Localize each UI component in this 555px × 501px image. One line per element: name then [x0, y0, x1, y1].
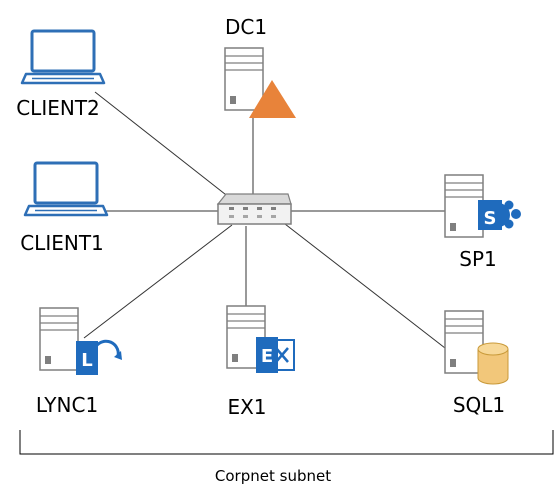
svg-text:E: E: [261, 346, 273, 367]
server-icon: [444, 174, 484, 238]
node-ex1: E EX1: [226, 305, 295, 419]
laptop-icon: [23, 161, 109, 217]
sharepoint-icon: S: [478, 200, 521, 230]
lync-icon: L: [76, 339, 122, 375]
node-label-client1: CLIENT1: [20, 231, 104, 255]
node-client1: CLIENT1: [20, 161, 109, 255]
svg-text:S: S: [484, 208, 497, 229]
node-label-client2: CLIENT2: [16, 96, 100, 120]
subnet-bracket: Corpnet subnet: [19, 430, 554, 485]
server-icon: [444, 310, 484, 374]
database-icon: [477, 342, 509, 385]
node-label-lync1: LYNC1: [36, 393, 98, 417]
exchange-icon: E: [256, 337, 295, 373]
node-label-ex1: EX1: [227, 395, 266, 419]
link-hub-lync1: [83, 224, 233, 339]
node-sp1: S SP1: [444, 174, 521, 271]
node-label-sql1: SQL1: [453, 393, 505, 417]
server-icon: [39, 307, 79, 371]
server-icon: [224, 47, 264, 111]
link-hub-sql1: [284, 223, 446, 349]
node-label-dc1: DC1: [225, 15, 267, 39]
node-lync1: L LYNC1: [36, 307, 122, 417]
node-client2: CLIENT2: [16, 29, 106, 120]
link-hub-client2: [94, 91, 231, 199]
node-sql1: SQL1: [444, 310, 509, 417]
svg-text:L: L: [81, 350, 92, 371]
node-label-sp1: SP1: [459, 247, 496, 271]
warning-triangle-icon: [249, 80, 296, 118]
subnet-label: Corpnet subnet: [215, 467, 331, 485]
node-dc1: DC1: [224, 15, 296, 118]
connection-lines: [83, 91, 446, 349]
laptop-icon: [20, 29, 106, 85]
network-switch-icon: [216, 193, 292, 225]
